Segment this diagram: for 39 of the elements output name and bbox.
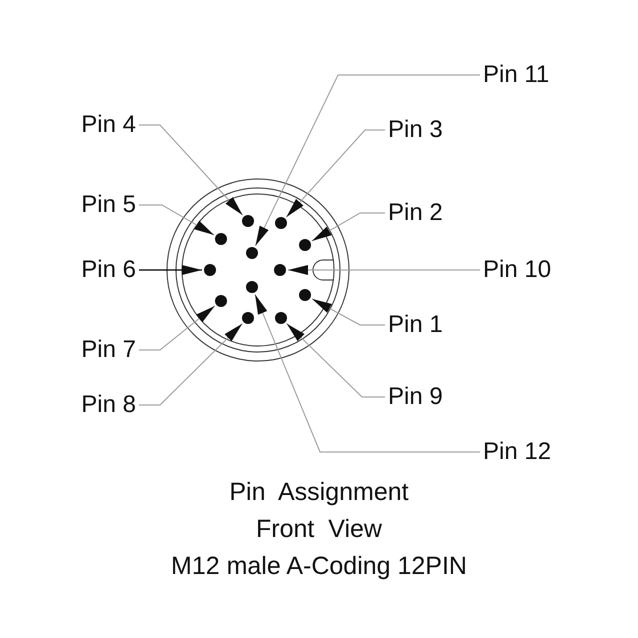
pin-contact [242,215,254,227]
leader-line [254,74,480,246]
leader-line [138,323,243,406]
pin-contact [274,264,286,276]
pin-contact [242,312,254,324]
pin-contact [299,289,311,301]
pin-contact [215,233,227,245]
leader-line [286,130,386,218]
pin-label: Pin 2 [388,198,443,228]
pin-contact [246,281,258,293]
pin-label: Pin 8 [81,390,136,420]
pin-label: Pin 11 [483,60,550,90]
leader-line [254,294,480,452]
pin-contact [246,247,258,259]
pin-label: Pin 5 [81,190,136,220]
pin-label: Pin 7 [81,335,136,365]
caption-line: Pin Assignment [228,477,410,507]
pin-label: Pin 1 [388,310,443,340]
pin-label: Pin 9 [388,382,443,412]
pin-contact [299,239,311,251]
leader-line [138,124,244,216]
pin-contact [275,312,287,324]
leader-line [288,265,480,275]
pin-label: Pin 4 [81,110,136,140]
pin-contact [215,295,227,307]
caption-line: M12 male A-Coding 12PIN [170,551,468,581]
pin-label: Pin 10 [483,255,552,285]
pin-contact [204,264,216,276]
pin-label: Pin 12 [483,437,552,467]
leader-line [311,212,386,242]
leader-line [139,265,202,275]
leader-line [138,306,216,350]
pin-label: Pin 3 [388,115,443,145]
pin-contact [275,217,287,229]
leader-line [312,298,386,326]
caption-line: Front View [255,514,383,544]
pin-label: Pin 6 [81,255,136,285]
leader-line [138,204,215,236]
leader-line [286,323,386,398]
